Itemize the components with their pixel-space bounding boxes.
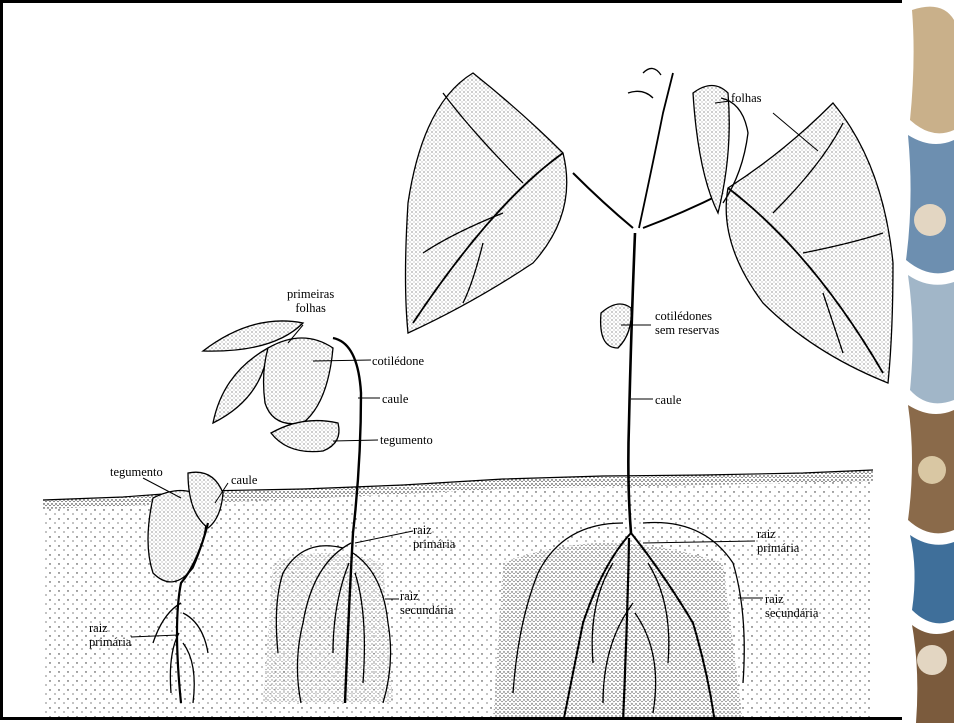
label-raiz-primaria-seedling-1: raiz primária: [89, 621, 131, 649]
label-caule-seedling-2: caule: [382, 392, 408, 406]
label-raiz-secundaria-seedling-2: raiz secundária: [400, 589, 453, 617]
label-line: raiz: [757, 527, 776, 541]
label-line: primária: [89, 635, 131, 649]
label-caule-plant-3: caule: [655, 393, 681, 407]
label-line: folhas: [287, 301, 334, 315]
label-line: sem reservas: [655, 323, 719, 337]
collage-image: [902, 0, 954, 723]
label-cotiledone: cotilédone: [372, 354, 424, 368]
label-line: cotilédones: [655, 309, 712, 323]
label-line: raiz: [400, 589, 419, 603]
diagram-frame: tegumento caule raiz primária primeiras …: [0, 0, 910, 720]
label-line: primeiras: [287, 287, 334, 301]
label-line: raiz: [89, 621, 108, 635]
label-folhas: folhas: [731, 91, 762, 105]
label-line: primária: [413, 537, 455, 551]
label-caule-seedling-1: caule: [231, 473, 257, 487]
label-tegumento-seedling-1: tegumento: [110, 465, 163, 479]
label-line: secundária: [400, 603, 453, 617]
label-cotiledones-sem-reservas: cotilédones sem reservas: [655, 309, 719, 337]
label-raiz-primaria-plant-3: raiz primária: [757, 527, 799, 555]
photo-collage-strip: [902, 0, 954, 723]
label-raiz-primaria-seedling-2: raiz primária: [413, 523, 455, 551]
label-line: primária: [757, 541, 799, 555]
label-primeiras-folhas: primeiras folhas: [287, 287, 334, 315]
label-raiz-secundaria-plant-3: raiz secundária: [765, 592, 818, 620]
label-line: raiz: [765, 592, 784, 606]
label-tegumento-seedling-2: tegumento: [380, 433, 433, 447]
label-line: secundária: [765, 606, 818, 620]
label-line: raiz: [413, 523, 432, 537]
